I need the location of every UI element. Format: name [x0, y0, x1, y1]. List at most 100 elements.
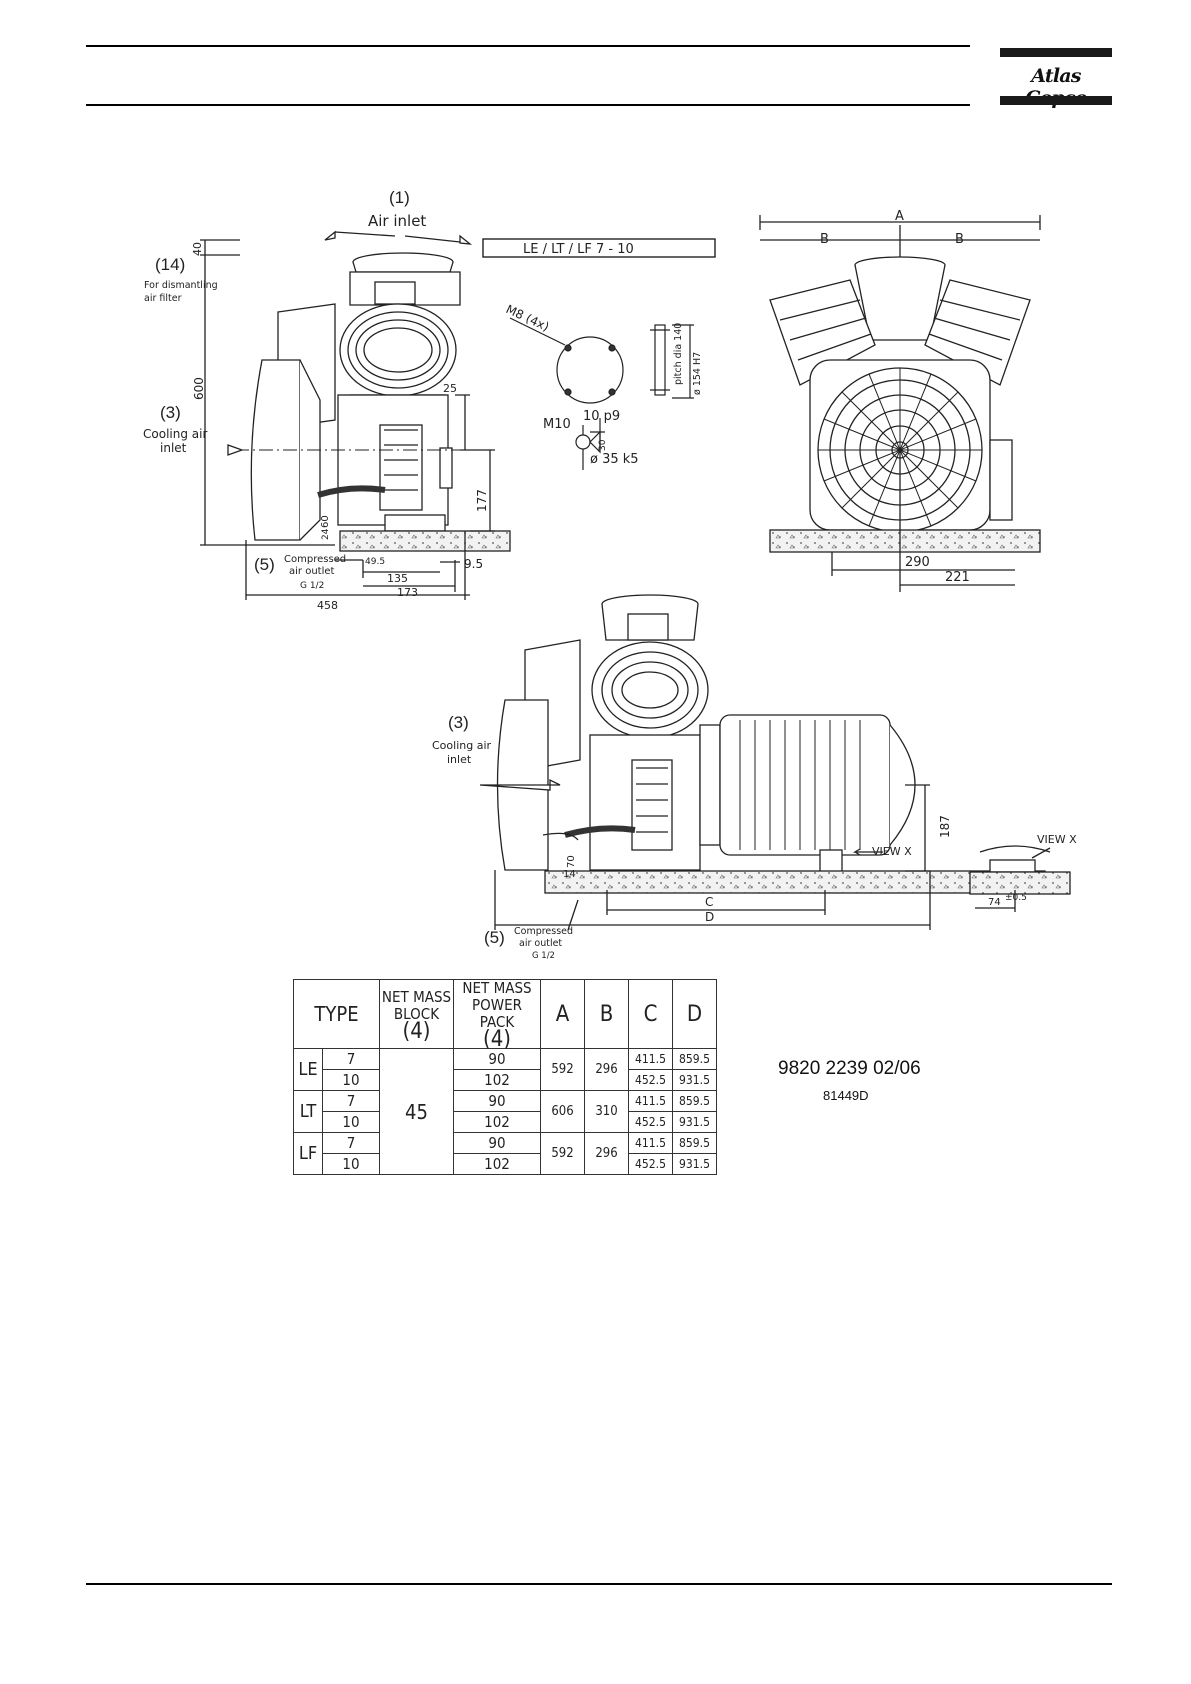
pack-mass-cell: 102: [453, 1069, 541, 1091]
size-cell: 7: [322, 1090, 380, 1112]
col-pack-line-1: NET MASS: [462, 979, 532, 997]
size-cell: 7: [322, 1132, 380, 1154]
front-dim-290: 290: [905, 555, 930, 570]
pp-dim-tol: ±0.5: [1005, 893, 1027, 903]
c-cell: 452.5: [628, 1069, 673, 1091]
pp-dim-187: 187: [938, 815, 952, 838]
type-cell: LE: [293, 1048, 323, 1091]
pp-dim-d: D: [705, 910, 714, 924]
shaft-dia154: ø 154 H7: [692, 352, 703, 395]
pp-dim-74: 74: [988, 897, 1001, 908]
pp-outlet-label-1: Compressed: [514, 926, 573, 937]
filter-label-1: For dismantling: [144, 280, 218, 291]
shaft-k5: ø 35 k5: [590, 452, 639, 467]
col-net-mass-power-pack: NET MASS POWER PACK (4): [453, 979, 541, 1052]
dim-600: 600: [192, 377, 206, 400]
dim-458: 458: [317, 599, 338, 612]
a-cell: 592: [540, 1048, 585, 1091]
d-cell: 931.5: [672, 1153, 717, 1175]
pack-mass-cell: 90: [453, 1048, 541, 1070]
outlet-number: (5): [254, 555, 275, 574]
col-c: C: [628, 979, 673, 1049]
pp-dim-c: C: [705, 895, 713, 909]
dim-177: 177: [475, 489, 489, 512]
type-cell: LF: [293, 1132, 323, 1175]
front-view: [759, 215, 1041, 592]
col-d: D: [672, 979, 717, 1049]
cooling-number: (3): [160, 403, 181, 422]
side-view: (1) Air inlet: [200, 188, 511, 600]
col-a: A: [540, 979, 585, 1049]
pp-dim-70: 70: [566, 855, 577, 868]
pack-mass-cell: 90: [453, 1090, 541, 1112]
col-block-line-2: BLOCK: [393, 1004, 440, 1023]
pp-cooling-number: (3): [448, 713, 469, 732]
dim-25: 25: [443, 382, 457, 395]
b-cell: 296: [584, 1132, 629, 1175]
a-cell: 606: [540, 1090, 585, 1133]
block-mass-cell: 45: [379, 1048, 454, 1175]
type-cell: LT: [293, 1090, 323, 1133]
pack-mass-cell: 102: [453, 1111, 541, 1133]
c-cell: 411.5: [628, 1090, 673, 1112]
shaft-pitch: pitch dia 140: [673, 323, 684, 385]
pp-view-x-arrow: VIEW X: [872, 845, 912, 858]
d-cell: 931.5: [672, 1069, 717, 1091]
size-cell: 7: [322, 1048, 380, 1070]
header-rule-bottom: [86, 104, 970, 106]
dim-60: 60: [320, 515, 331, 528]
front-dim-b-right: B: [955, 232, 964, 247]
filter-number: (14): [155, 255, 185, 274]
pp-outlet-number: (5): [484, 928, 505, 947]
d-cell: 859.5: [672, 1048, 717, 1070]
model-box: [482, 238, 716, 258]
dimension-table: TYPE NET MASS BLOCK (4) NET MASS POWER P…: [293, 979, 717, 1175]
pp-cooling-label-1: Cooling air: [432, 739, 492, 752]
outlet-label-2: air outlet: [289, 566, 335, 577]
document-number: 9820 2239 02/06: [778, 1058, 921, 1079]
size-cell: 10: [322, 1111, 380, 1133]
pack-mass-cell: 90: [453, 1132, 541, 1154]
shaft-p9: 10 p9: [583, 409, 620, 424]
table-row: 10 102 452.5 931.5: [294, 1069, 717, 1091]
dim-135: 135: [387, 572, 408, 585]
logo-bar-top: [1000, 48, 1112, 57]
air-inlet-number: (1): [389, 188, 410, 207]
b-cell: 296: [584, 1048, 629, 1091]
dimension-drawing: (1) Air inlet: [143, 188, 1077, 961]
c-cell: 411.5: [628, 1132, 673, 1154]
d-cell: 859.5: [672, 1132, 717, 1154]
cooling-label-2: inlet: [160, 441, 187, 455]
dim-9-5: 9.5: [464, 557, 483, 571]
power-pack-view: [479, 594, 1071, 931]
col-block-line-3: (4): [402, 1018, 431, 1044]
col-pack-line-3: (4): [482, 1027, 512, 1052]
pp-dim-14: 14: [563, 869, 576, 880]
outlet-label-3: G 1/2: [300, 581, 324, 591]
logo-bar-bottom: [1000, 96, 1112, 105]
dim-49-5: 49.5: [365, 557, 385, 567]
dim-40: 40: [191, 242, 204, 256]
model-box-label: LE / LT / LF 7 - 10: [523, 242, 634, 257]
pp-outlet-label-2: air outlet: [519, 938, 562, 949]
front-dim-b-left: B: [820, 232, 829, 247]
pp-cooling-label-2: inlet: [447, 753, 472, 766]
table-row: LE 7 45 90 592 296 411.5 859.5: [293, 1048, 717, 1175]
c-cell: 452.5: [628, 1153, 673, 1175]
cooling-label-1: Cooling air: [143, 427, 207, 441]
d-cell: 859.5: [672, 1090, 717, 1112]
header-rule-top: [86, 45, 970, 47]
footer-rule: [86, 1583, 1112, 1585]
front-dim-221: 221: [945, 570, 970, 585]
c-cell: 411.5: [628, 1048, 673, 1070]
shaft-detail: [509, 317, 694, 470]
pp-view-x-label: VIEW X: [1037, 833, 1077, 846]
pack-mass-cell: 102: [453, 1153, 541, 1175]
atlas-copco-logo: Atlas Copco: [1000, 48, 1112, 109]
d-cell: 931.5: [672, 1111, 717, 1133]
b-cell: 310: [584, 1090, 629, 1133]
dim-24: 24: [321, 528, 331, 540]
table-row: 10 102 452.5 931.5: [294, 1111, 717, 1133]
size-cell: 10: [322, 1069, 380, 1091]
col-b: B: [584, 979, 629, 1049]
